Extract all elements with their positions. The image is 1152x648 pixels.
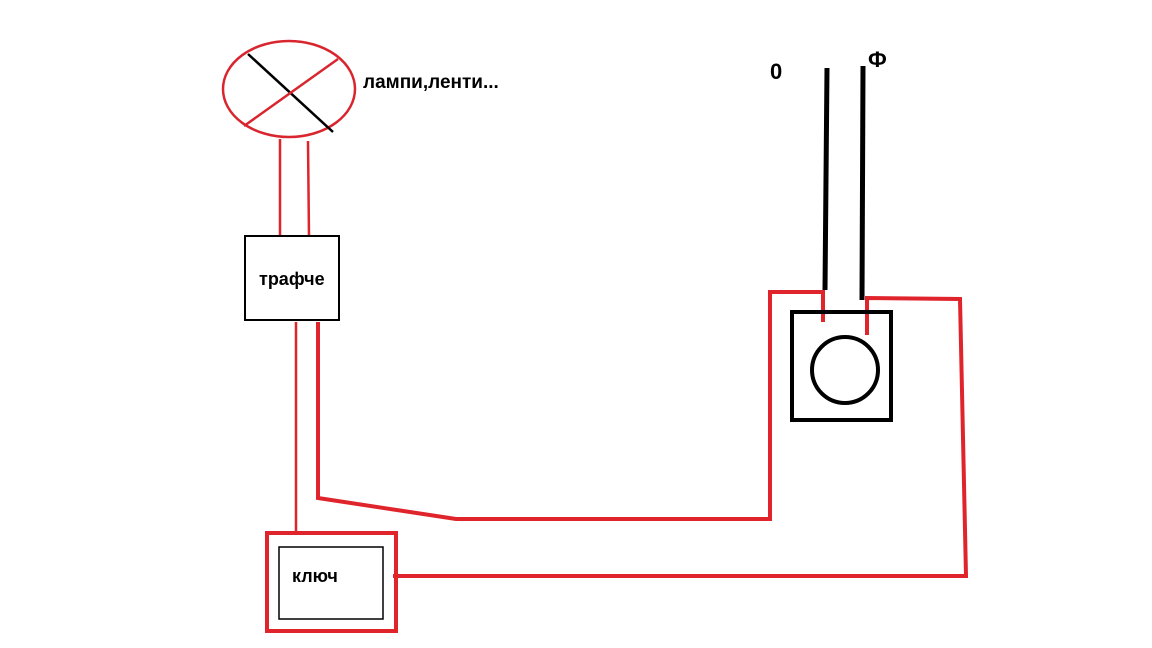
socket-circle (810, 335, 880, 405)
transformer-label: трафче (259, 269, 325, 289)
neutral-label: 0 (770, 59, 782, 84)
socket-box (790, 310, 893, 422)
transformer-box (244, 235, 340, 321)
socket (790, 310, 893, 422)
switch-label: ключ (292, 566, 338, 586)
lamp-label: лампи,ленти... (363, 72, 499, 93)
transformer-wire-to-socket (316, 290, 825, 521)
switch-inner-frame (278, 546, 384, 620)
lamp-cross-red (243, 57, 339, 128)
lamp-to-transformer-wires (278, 139, 311, 239)
lamp-symbol (221, 39, 357, 139)
lamp-wire-right (306, 140, 311, 239)
switch-wire-to-socket (393, 295, 969, 578)
lamp-circle (221, 39, 357, 139)
neutral-wire (822, 67, 830, 291)
transformer-output-wires (294, 290, 825, 533)
switch: ключ (265, 531, 398, 633)
phase-wire (859, 65, 866, 301)
mains-wires (822, 65, 866, 301)
phase-label: Ф (868, 47, 887, 72)
